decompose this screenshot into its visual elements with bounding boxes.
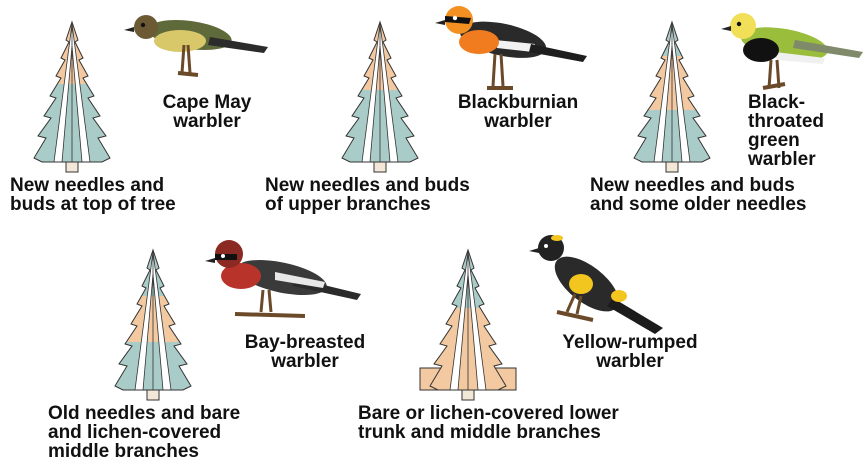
bird-name-blackburnian: Blackburnian warbler [438, 93, 598, 131]
bird-name-line: warbler [540, 352, 720, 371]
cape-may-warbler-illustration [124, 15, 268, 75]
caption-line: buds at top of tree [10, 195, 176, 214]
bird-name-line: throated [748, 112, 818, 131]
caption-line: trunk and middle branches [358, 423, 619, 442]
tree-blackburnian-zone [335, 22, 425, 172]
caption-line: New needles and buds [590, 176, 806, 195]
bird-name-cape-may: Cape May warbler [148, 93, 266, 131]
caption-blackburnian: New needles and buds of upper branches [265, 176, 470, 214]
caption-line: Old needles and bare [48, 404, 240, 423]
bird-name-yellow-rumped: Yellow-rumped warbler [540, 333, 720, 371]
bird-name-line: Blackburnian [438, 93, 598, 112]
caption-line: of upper branches [265, 195, 470, 214]
bird-name-line: warbler [148, 112, 266, 131]
caption-bay-breasted: Old needles and bare and lichen-covered … [48, 404, 240, 461]
bird-name-line: Black- [748, 93, 818, 112]
caption-cape-may: New needles and buds at top of tree [10, 176, 176, 214]
caption-yellow-rumped: Bare or lichen-covered lower trunk and m… [358, 404, 619, 442]
caption-line: Bare or lichen-covered lower [358, 404, 619, 423]
black-throated-green-warbler-illustration [721, 13, 863, 88]
tree-black-throated-green-zone [627, 22, 717, 172]
bird-name-line: warbler [438, 112, 598, 131]
caption-line: middle branches [48, 442, 240, 461]
caption-black-throated-green: New needles and buds and some older need… [590, 176, 806, 214]
caption-line: and lichen-covered [48, 423, 240, 442]
tree-yellow-rumped-zone [420, 250, 516, 400]
bird-name-black-throated-green: Black- throated green warbler [748, 93, 818, 169]
bird-name-line: Bay-breasted [225, 333, 385, 352]
bird-name-bay-breasted: Bay-breasted warbler [225, 333, 385, 371]
bird-name-line: green [748, 131, 818, 150]
tree-canopy [27, 22, 117, 164]
bay-breasted-warbler-illustration [205, 240, 361, 316]
bird-name-line: warbler [748, 150, 818, 169]
blackburnian-warbler-illustration [435, 6, 587, 88]
tree-bay-breasted-zone [108, 250, 198, 400]
tree-cape-may-zone [27, 22, 117, 172]
caption-line: New needles and buds [265, 176, 470, 195]
yellow-rumped-warbler-illustration [529, 235, 663, 334]
caption-line: and some older needles [590, 195, 806, 214]
caption-line: New needles and [10, 176, 176, 195]
tree-canopy [335, 22, 425, 164]
tree-canopy [627, 22, 717, 164]
bird-name-line: warbler [225, 352, 385, 371]
bird-name-line: Cape May [148, 93, 266, 112]
tree-canopy [108, 250, 198, 392]
bird-name-line: Yellow-rumped [540, 333, 720, 352]
